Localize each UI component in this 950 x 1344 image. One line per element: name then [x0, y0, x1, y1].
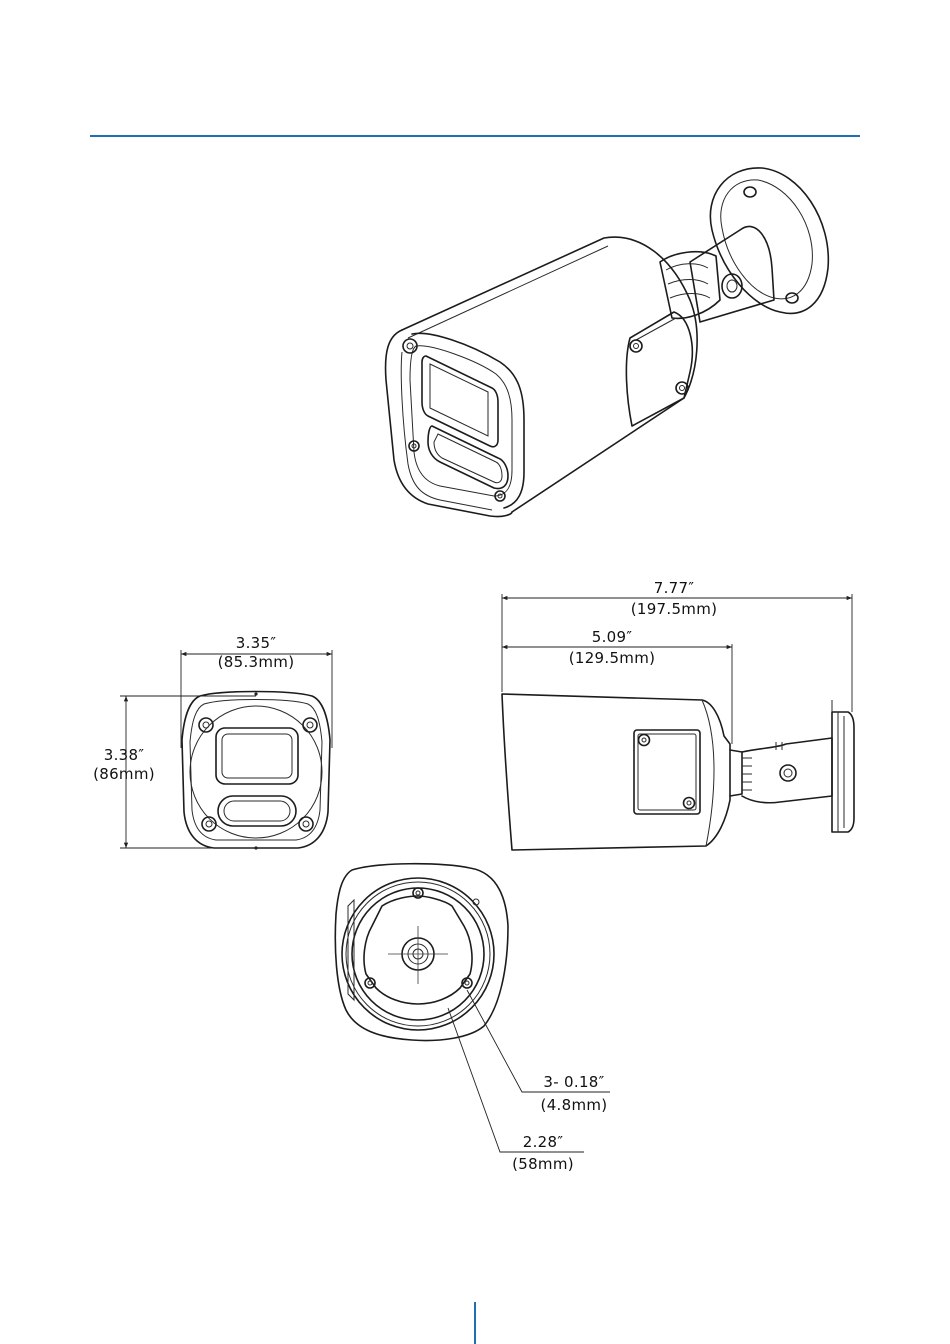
mount-holes-imperial: 3- 0.18″	[543, 1073, 604, 1091]
camera-isometric-view	[386, 168, 829, 517]
camera-rear-view: 3- 0.18″ (4.8mm) 2.28″ (58mm)	[335, 864, 610, 1173]
front-height-metric: (86mm)	[93, 765, 155, 783]
camera-side-view: 7.77″ (197.5mm) 5.09″ (129.5mm)	[502, 579, 854, 850]
iso-body	[386, 237, 698, 516]
base-diameter-metric: (58mm)	[512, 1155, 574, 1173]
camera-front-view: 3.35″ (85.3mm) 3.38″ (86mm)	[93, 634, 332, 850]
body-length-imperial: 5.09″	[592, 628, 633, 646]
mount-holes-metric: (4.8mm)	[541, 1096, 608, 1114]
front-width-imperial: 3.35″	[236, 634, 277, 652]
iso-front-face	[403, 339, 512, 501]
overall-length-metric: (197.5mm)	[631, 600, 718, 618]
front-width-metric: (85.3mm)	[218, 653, 295, 671]
iso-wall-mount	[690, 168, 828, 322]
overall-length-imperial: 7.77″	[654, 579, 695, 597]
body-length-metric: (129.5mm)	[569, 649, 656, 667]
front-height-imperial: 3.38″	[104, 746, 145, 764]
base-diameter-imperial: 2.28″	[523, 1133, 564, 1151]
